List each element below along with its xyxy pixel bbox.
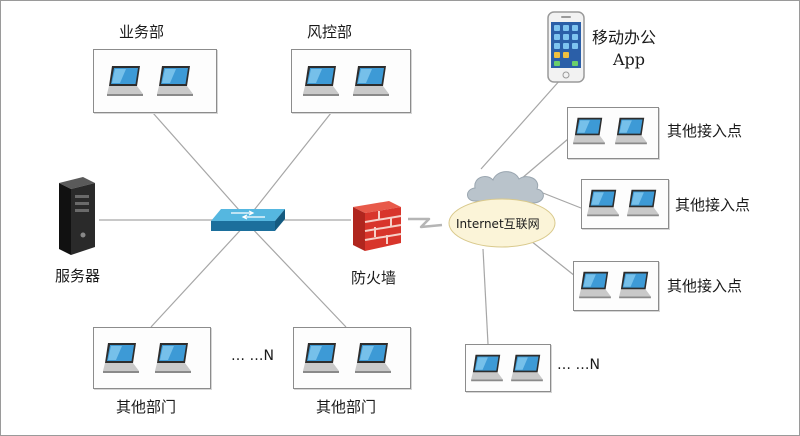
server-label: 服务器 [55,267,101,285]
access-point-group-3 [573,261,659,311]
smartphone-icon [547,11,585,83]
laptop-icon [103,343,139,373]
laptop-icon [619,271,651,299]
laptop-icon [157,66,193,96]
mobile-office-label: 移动办公 [592,28,657,47]
firewall-icon [353,201,402,251]
access-point-group-2 [581,179,669,229]
lightning-link-icon [408,217,443,229]
business-dept-group [93,49,217,113]
laptop-icon [615,117,647,145]
other-dept-group-2 [293,327,411,389]
laptop-icon [511,354,543,382]
server-tower-icon [59,177,95,255]
access-point-label-2: 其他接入点 [675,196,751,214]
laptop-icon [353,66,389,96]
mobile-app-label: App [613,50,646,69]
network-switch-icon [211,209,285,231]
more-access-ellipsis: … …N [557,357,600,373]
business-dept-label: 业务部 [119,23,165,41]
laptop-icon [355,343,391,373]
link-cloud-access2 [542,192,582,209]
link-cloud-other [482,248,489,345]
laptop-icon [471,354,503,382]
other-access-group [465,344,551,392]
link-cloud-access1 [520,138,569,180]
internet-label: Internet互联网 [456,217,540,231]
other-dept-group-1 [93,327,211,389]
link-switch-dept2 [246,222,347,328]
access-point-group-1 [567,107,659,159]
other-dept-label-2: 其他部门 [316,398,377,416]
link-cloud-access3 [530,240,576,277]
risk-dept-group [291,49,411,113]
laptop-icon [303,66,339,96]
link-risk-switch [246,112,332,220]
laptop-icon [627,189,659,217]
more-depts-ellipsis: … …N [231,348,274,364]
internet-ellipse [448,198,556,248]
link-switch-dept1 [150,222,248,328]
laptop-icon [303,343,339,373]
access-point-label-1: 其他接入点 [667,122,743,140]
cloud-icon [467,171,544,204]
link-cloud-phone [480,78,562,170]
access-point-label-3: 其他接入点 [667,277,743,295]
link-business-switch [152,112,248,220]
risk-dept-label: 风控部 [307,23,353,41]
laptop-icon [587,189,619,217]
laptop-icon [155,343,191,373]
laptop-icon [573,117,605,145]
other-dept-label-1: 其他部门 [116,398,177,416]
laptop-icon [107,66,143,96]
firewall-label: 防火墙 [351,269,397,287]
laptop-icon [579,271,611,299]
